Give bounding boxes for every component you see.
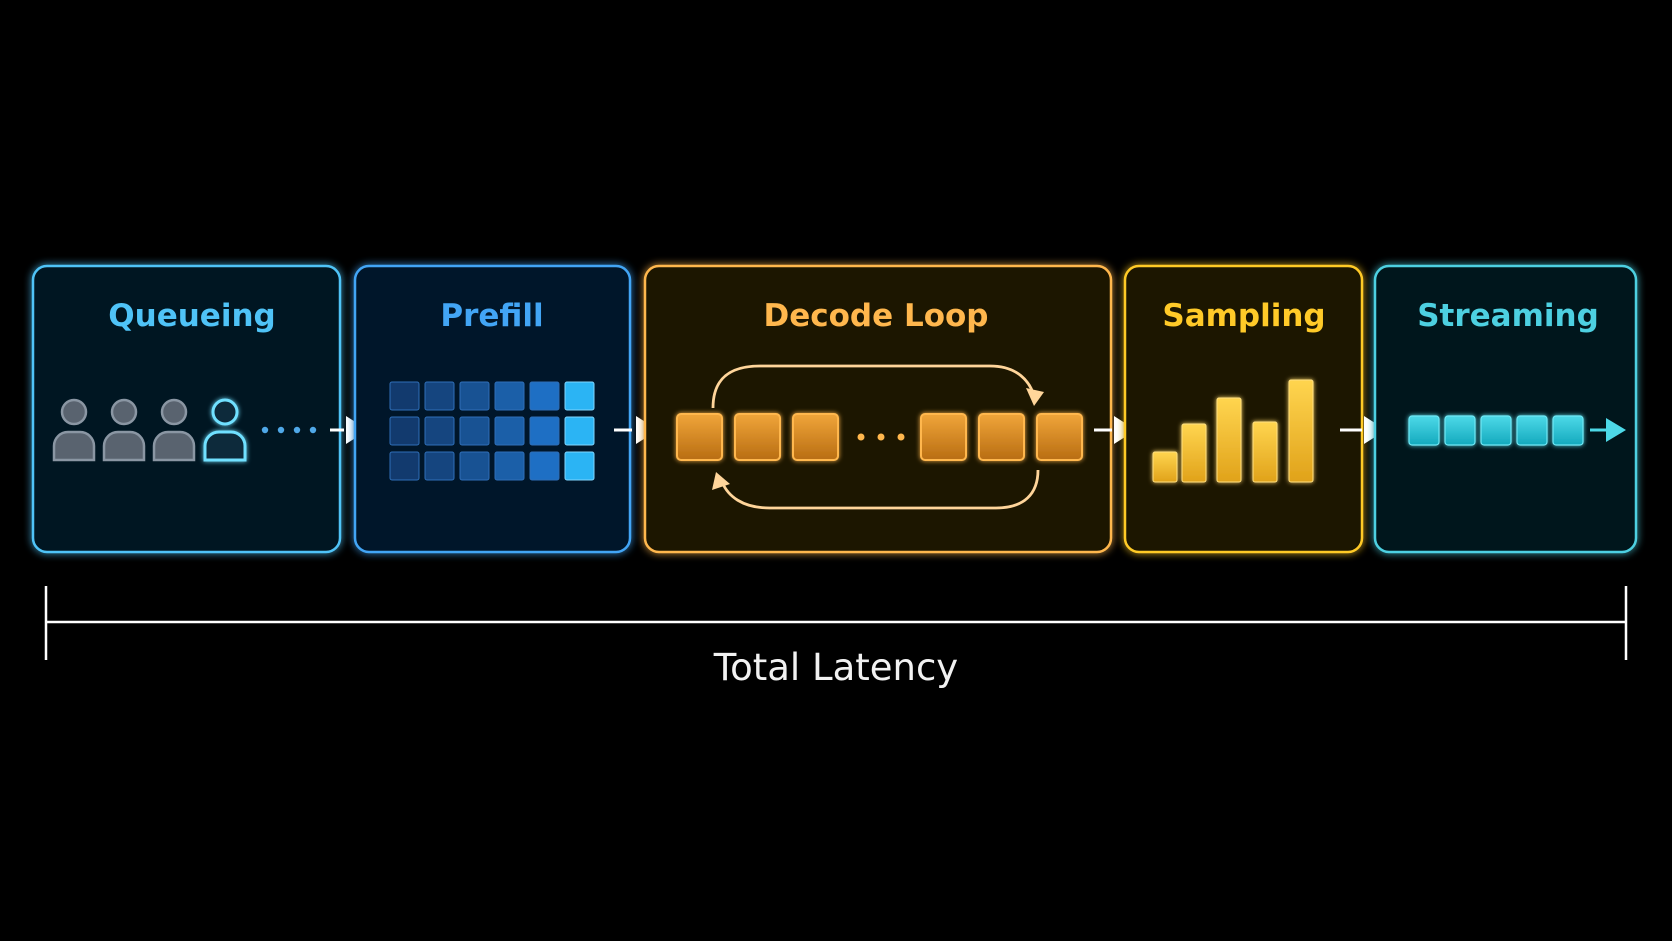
total-latency-bracket: [44, 586, 1628, 660]
stage-title-sampling: Sampling: [1162, 298, 1325, 334]
grid-cell: [564, 416, 595, 446]
stream-token: [1516, 415, 1548, 446]
decode-token: [920, 413, 967, 461]
decode-token-row: [676, 413, 1083, 461]
active-user-icon: [203, 398, 247, 462]
grid-cell: [529, 451, 560, 481]
grid-cell: [529, 416, 560, 446]
user-icon: [52, 398, 96, 462]
decode-token: [1036, 413, 1083, 461]
grid-cell: [459, 381, 490, 411]
user-icon: [152, 398, 196, 462]
decode-token: [676, 413, 723, 461]
sampling-bar: [1288, 379, 1314, 483]
loop-arrowhead-icon: [712, 472, 730, 490]
grid-cell: [459, 416, 490, 446]
grid-cell: [494, 381, 525, 411]
grid-cell: [424, 416, 455, 446]
stage-streaming-box: [1373, 264, 1638, 554]
grid-cell: [424, 381, 455, 411]
total-latency-label: Total Latency: [713, 646, 958, 689]
grid-cell: [494, 416, 525, 446]
stream-token: [1480, 415, 1512, 446]
stage-decode-box: [643, 264, 1113, 554]
stage-title-decode: Decode Loop: [764, 298, 989, 334]
stage-title-prefill: Prefill: [440, 298, 543, 334]
loop-arrows-icon: [711, 364, 1040, 510]
stage-prefill: Prefill: [353, 264, 632, 554]
stage-prefill-box: [353, 264, 632, 554]
stream-token: [1444, 415, 1476, 446]
queue-dots: [261, 426, 317, 434]
grid-cell: [389, 451, 420, 481]
grid-cell: [564, 451, 595, 481]
grid-cell: [564, 381, 595, 411]
stream-arrow-icon: [1590, 418, 1626, 442]
loop-arrowhead-icon: [1026, 388, 1044, 406]
stage-streaming: Streaming: [1373, 264, 1638, 554]
grid-cell: [529, 381, 560, 411]
token-grid-icon: [389, 381, 595, 481]
stage-title-queueing: Queueing: [108, 298, 275, 334]
stream-token: [1552, 415, 1584, 446]
stage-sampling: Sampling: [1123, 264, 1364, 554]
decode-token: [978, 413, 1025, 461]
token-stream-icon: [1408, 415, 1584, 446]
grid-cell: [494, 451, 525, 481]
grid-cell: [389, 381, 420, 411]
user-icon: [102, 398, 146, 462]
decode-ellipsis: [857, 433, 905, 441]
bar-distribution-icon: [1152, 379, 1314, 483]
sampling-bar: [1216, 397, 1242, 483]
stage-title-streaming: Streaming: [1417, 298, 1599, 334]
user-queue-icon: [52, 398, 247, 462]
stage-decode-loop: Decode Loop: [643, 264, 1113, 554]
grid-cell: [424, 451, 455, 481]
decode-token: [734, 413, 781, 461]
grid-cell: [459, 451, 490, 481]
grid-cell: [389, 416, 420, 446]
sampling-bar: [1252, 421, 1278, 483]
stage-queueing: Queueing: [31, 264, 342, 554]
sampling-bar: [1152, 451, 1178, 483]
decode-token: [792, 413, 839, 461]
sampling-bar: [1181, 423, 1207, 483]
stream-token: [1408, 415, 1440, 446]
